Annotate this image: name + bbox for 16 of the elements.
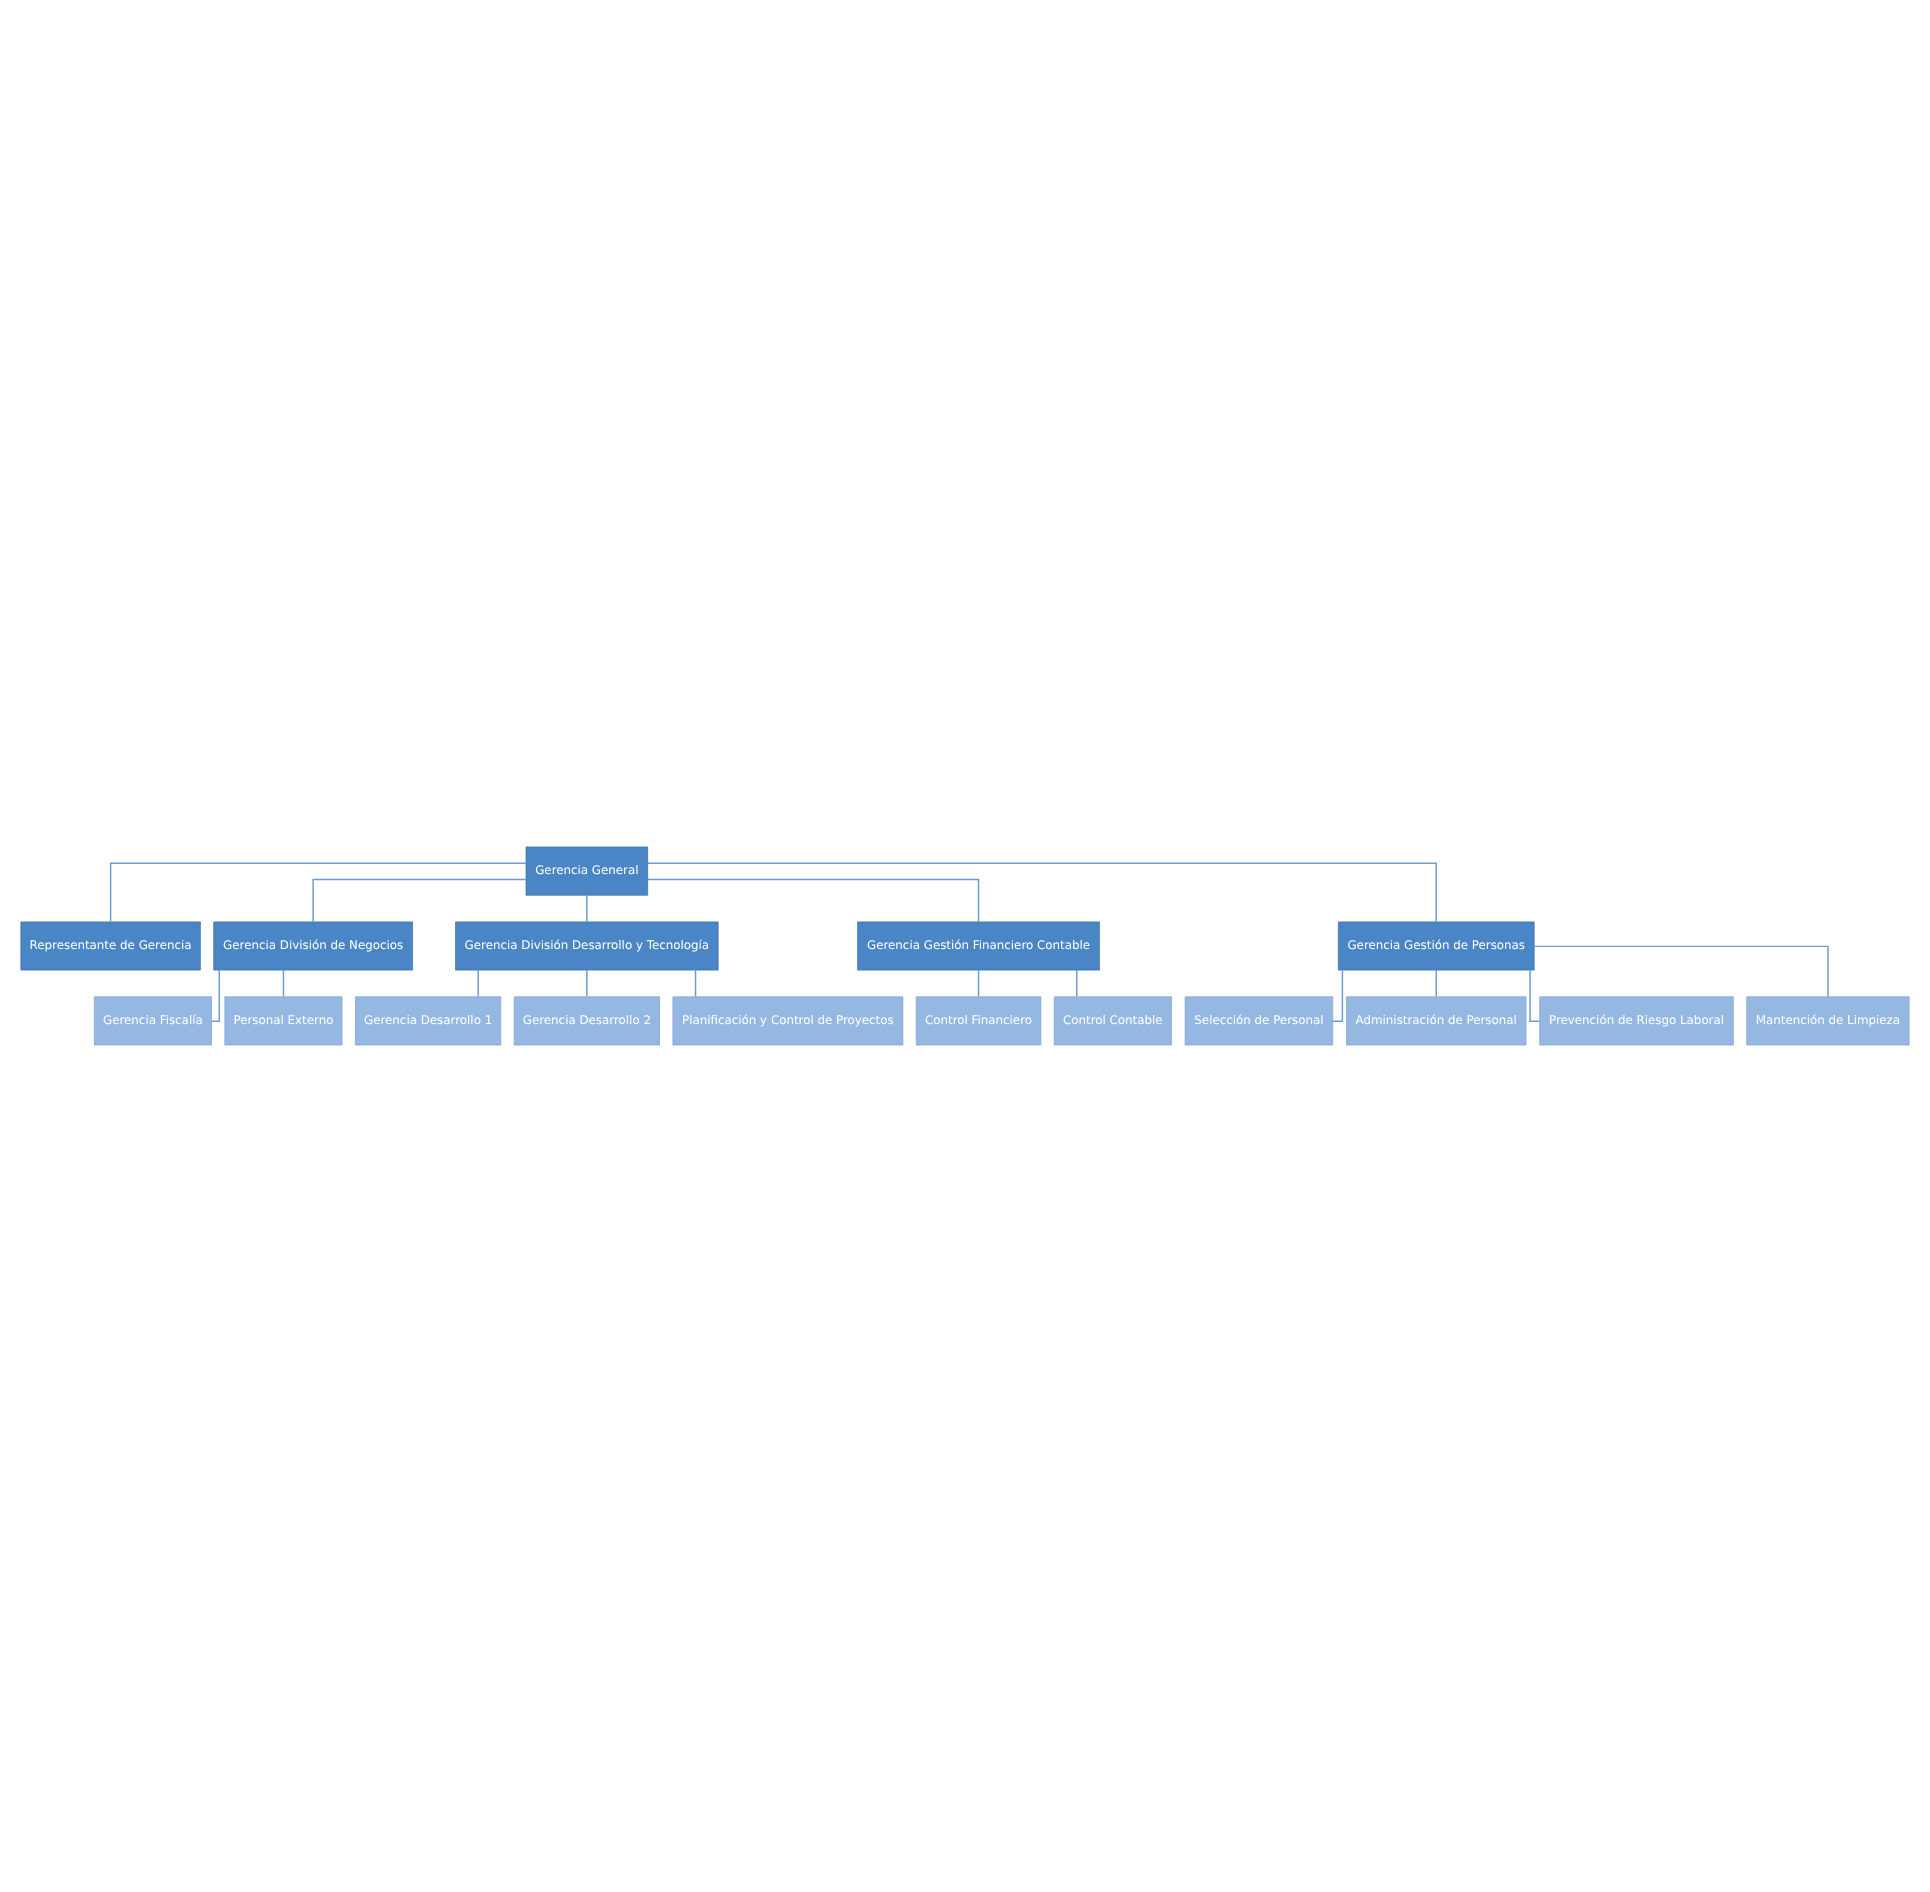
connector: [1076, 969, 1078, 998]
connector: [1332, 969, 1344, 1023]
connector: [586, 969, 588, 998]
connector: [694, 969, 697, 998]
connector: [1533, 945, 1829, 998]
connector: [1529, 969, 1541, 1023]
connector: [647, 862, 1437, 923]
connector: [477, 969, 479, 998]
connector: [210, 969, 221, 1023]
connector: [109, 862, 527, 923]
connector: [977, 969, 980, 998]
connector: [586, 894, 588, 923]
connector: [282, 969, 285, 998]
connector: [312, 878, 527, 923]
connector: [647, 878, 980, 923]
connector: [1435, 969, 1437, 998]
